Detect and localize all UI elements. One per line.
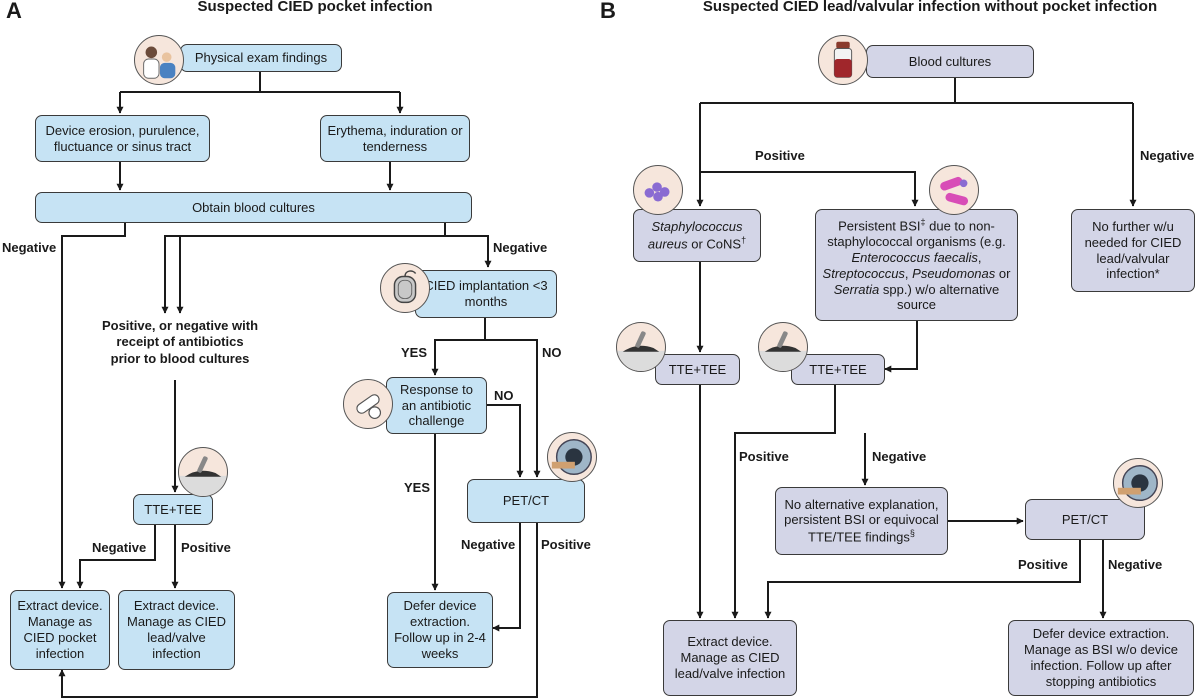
doctor-patient-icon — [134, 35, 184, 85]
defer-text-a: Defer device extraction. Follow up in 2-… — [394, 598, 486, 661]
tte-positive-label: Positive — [181, 540, 231, 555]
bsi-part-6: spp.) w/o alternative source — [879, 281, 1000, 313]
pacemaker-icon — [380, 263, 430, 313]
echo-probe-icon — [178, 447, 228, 497]
physical-exam-text: Physical exam findings — [194, 50, 328, 66]
bsi-pseudomonas: Pseudomonas — [912, 265, 996, 281]
no-further-text: No further w/u needed for CIED lead/valv… — [1084, 218, 1182, 282]
no-2-label: NO — [494, 388, 514, 403]
bsi-box: Persistent BSI‡ due to non-staphylococca… — [815, 209, 1018, 321]
tte-negative-label-b: Negative — [872, 449, 927, 464]
yes-2-label: YES — [404, 480, 431, 495]
implant-box: CIED implantation <3 months — [415, 270, 557, 318]
positive-label-b: Positive — [755, 148, 805, 163]
panel-b-letter: B — [600, 0, 616, 23]
extract-box-b: Extract device. Manage as CIED lead/valv… — [663, 620, 797, 696]
pet-ct-text-a: PET/CT — [502, 493, 550, 509]
bsi-text: Persistent BSI‡ due to non-staphylococca… — [820, 217, 1013, 313]
pet-ct-box-b: PET/CT — [1025, 499, 1145, 540]
panel-a-letter: A — [6, 0, 22, 23]
bsi-part-4: , — [904, 265, 913, 281]
defer-box-a: Defer device extraction. Follow up in 2-… — [387, 592, 493, 668]
defer-text-b: Defer device extraction. Manage as BSI w… — [1024, 626, 1178, 689]
bsi-part-2: due to non-staphylococcal organisms (e.g… — [827, 218, 1006, 249]
staph-species: aureus — [647, 236, 688, 252]
physical-exam-box: Physical exam findings — [180, 44, 342, 72]
panel-a-title: Suspected CIED pocket infection — [197, 0, 433, 15]
erosion-text: Device erosion, purulence, fluctuance or… — [45, 122, 200, 154]
implant-text: CIED implantation <3 months — [424, 278, 548, 309]
pet-scanner-icon-b — [1113, 458, 1163, 508]
positive-or-negative-label: Positive, or negative with receipt of an… — [101, 318, 259, 366]
double-dagger-mark: ‡ — [920, 216, 926, 227]
blood-cultures-box: Blood cultures — [866, 45, 1034, 78]
yes-1-label: YES — [401, 345, 428, 360]
negative-right-label: Negative — [493, 240, 548, 255]
section-mark: § — [909, 528, 915, 539]
tte-tee-text-b-right: TTE+TEE — [809, 361, 867, 377]
bsi-part-1: Persistent BSI — [838, 218, 921, 234]
tte-tee-box-a: TTE+TEE — [133, 494, 213, 525]
erosion-box: Device erosion, purulence, fluctuance or… — [35, 115, 210, 162]
echo-probe-icon-b-left — [616, 322, 666, 372]
pet-scanner-icon-a — [547, 432, 597, 482]
negative-label-b: Negative — [1140, 148, 1195, 163]
pet-ct-text-b: PET/CT — [1061, 511, 1109, 527]
no-1-label: NO — [542, 345, 562, 360]
no-alternative-box: No alternative explanation, persistent B… — [775, 487, 948, 555]
obtain-cultures-text: Obtain blood cultures — [192, 199, 315, 215]
pet-positive-label-b: Positive — [1018, 557, 1068, 572]
response-box: Response to an antibiotic challenge — [386, 377, 487, 434]
pet-negative-label: Negative — [461, 537, 516, 552]
bsi-enterococcus: Enterococcus faecalis — [851, 249, 978, 265]
bsi-serratia: Serratia — [833, 281, 880, 297]
pet-ct-box-a: PET/CT — [467, 479, 585, 523]
extract-pocket-text: Extract device. Manage as CIED pocket in… — [17, 598, 103, 661]
bacteria-icon — [929, 165, 979, 215]
extract-text-b: Extract device. Manage as CIED lead/valv… — [674, 634, 786, 681]
bsi-part-5: or — [995, 265, 1011, 281]
no-alternative-part-1: No alternative explanation, persistent B… — [784, 496, 939, 545]
panel-b-title: Suspected CIED lead/valvular infection w… — [702, 0, 1158, 15]
erythema-text: Erythema, induration or tenderness — [327, 122, 463, 154]
no-further-box: No further w/u needed for CIED lead/valv… — [1071, 209, 1195, 292]
tte-positive-label-b: Positive — [739, 449, 789, 464]
bsi-streptococcus: Streptococcus — [822, 265, 905, 281]
pet-positive-label: Positive — [541, 537, 591, 552]
bsi-part-3: , — [977, 249, 982, 265]
dagger-mark: † — [741, 234, 747, 245]
blood-cultures-text: Blood cultures — [908, 53, 992, 69]
tte-tee-box-b-left: TTE+TEE — [655, 354, 740, 385]
extract-lead-text-a: Extract device. Manage as CIED lead/valv… — [127, 598, 226, 661]
cocci-icon — [633, 165, 683, 215]
tte-negative-label: Negative — [92, 540, 147, 555]
negative-left-label: Negative — [2, 240, 57, 255]
tte-tee-box-b-right: TTE+TEE — [791, 354, 885, 385]
staph-box: Staphylococcus aureus or CoNS† — [633, 209, 761, 262]
response-text: Response to an antibiotic challenge — [400, 381, 473, 429]
pet-negative-label-b: Negative — [1108, 557, 1163, 572]
staph-text: Staphylococcus aureus or CoNS† — [648, 219, 746, 252]
no-alternative-text: No alternative explanation, persistent B… — [780, 497, 943, 546]
blood-vial-icon — [818, 35, 868, 85]
tte-tee-text-a: TTE+TEE — [144, 501, 202, 517]
staph-genus: Staphylococcus — [651, 218, 743, 234]
echo-probe-icon-b-right — [758, 322, 808, 372]
extract-pocket-box: Extract device. Manage as CIED pocket in… — [10, 590, 110, 670]
pills-icon — [343, 379, 393, 429]
tte-tee-text-b-left: TTE+TEE — [668, 361, 727, 377]
defer-box-b: Defer device extraction. Manage as BSI w… — [1008, 620, 1194, 696]
extract-lead-box-a: Extract device. Manage as CIED lead/valv… — [118, 590, 235, 670]
erythema-box: Erythema, induration or tenderness — [320, 115, 470, 162]
staph-cons: or CoNS — [687, 236, 742, 252]
obtain-cultures-box: Obtain blood cultures — [35, 192, 472, 223]
